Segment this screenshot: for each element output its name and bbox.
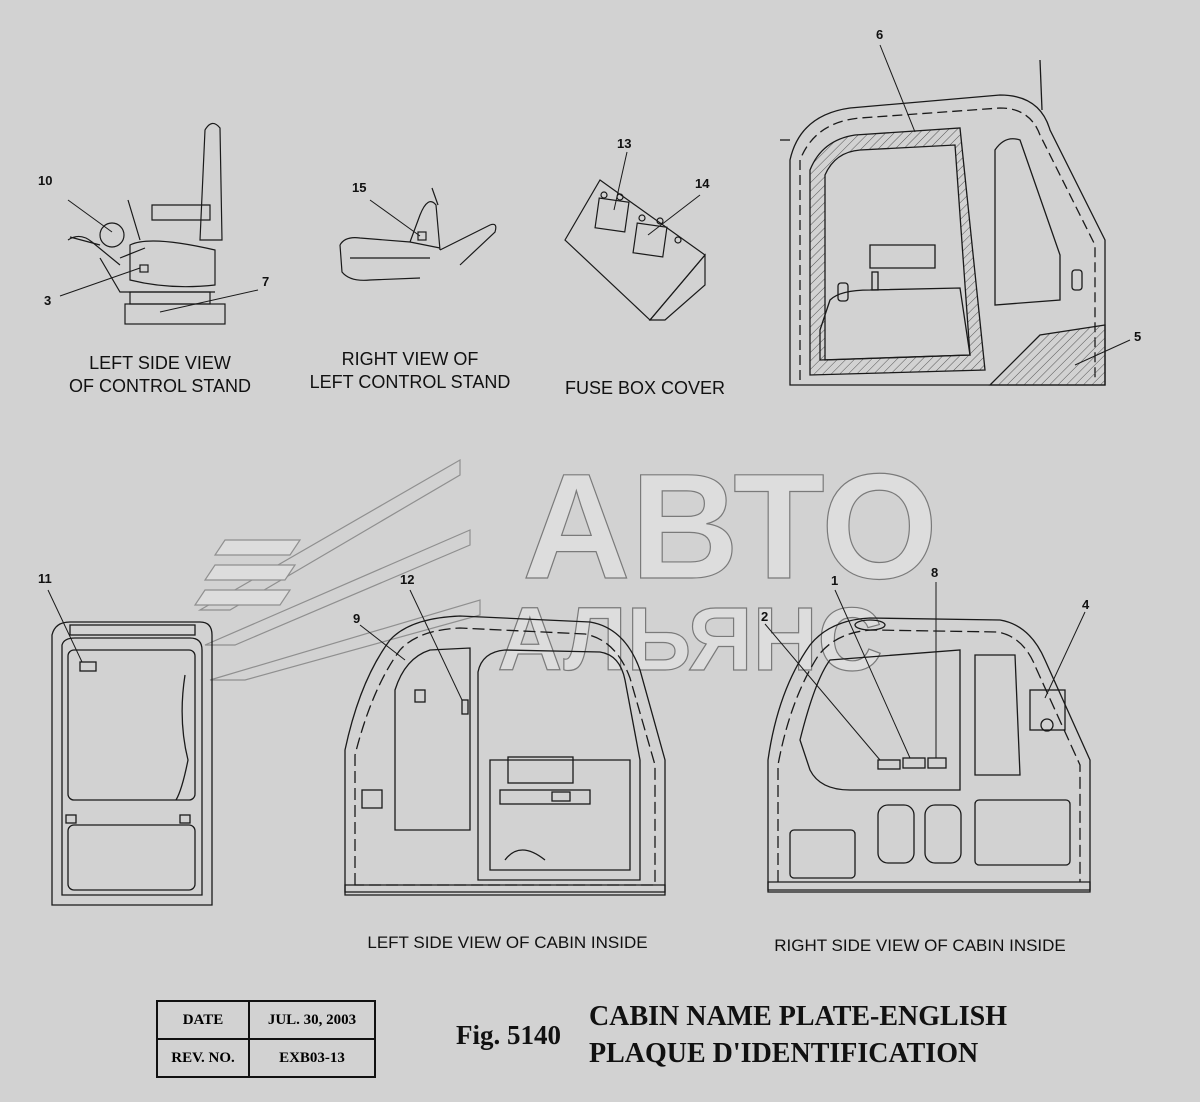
callout-13: 13 xyxy=(617,136,632,151)
date-value: JUL. 30, 2003 xyxy=(248,1000,376,1040)
revision-row-rev: REV. NO. EXB03-13 xyxy=(156,1038,376,1078)
figure-number: Fig. 5140 xyxy=(456,1020,561,1050)
watermark-logo xyxy=(193,458,481,681)
figure-title-line2: PLAQUE D'IDENTIFICATION xyxy=(589,1038,979,1069)
watermark-word-top: АВТО xyxy=(522,442,938,610)
label-right-control-stand-line1: RIGHT VIEW OF xyxy=(341,349,479,369)
callout-12: 12 xyxy=(400,572,415,587)
date-label: DATE xyxy=(156,1000,250,1040)
rev-no-value: EXB03-13 xyxy=(248,1038,376,1078)
figure-title-line1: CABIN NAME PLATE-ENGLISH xyxy=(589,1001,1007,1032)
cabin-left-inside-drawing xyxy=(344,615,666,896)
rev-no-label: REV. NO. xyxy=(156,1038,250,1078)
callout-2: 2 xyxy=(761,609,769,624)
cabin-right-inside-drawing xyxy=(767,617,1091,893)
callout-6: 6 xyxy=(876,27,884,42)
cabin-exterior-drawing xyxy=(780,59,1106,386)
cabin-front-drawing xyxy=(51,621,213,906)
callout-7: 7 xyxy=(262,274,270,289)
callout-10: 10 xyxy=(38,173,53,188)
callout-4: 4 xyxy=(1082,597,1090,612)
callout-5: 5 xyxy=(1134,329,1142,344)
fuse-box-drawing xyxy=(564,179,706,321)
label-left-control-stand-line1: LEFT SIDE VIEW xyxy=(89,353,231,373)
revision-row-date: DATE JUL. 30, 2003 xyxy=(156,1000,376,1040)
control-stand-seat-drawing xyxy=(67,122,226,325)
leader-lines xyxy=(47,44,1131,761)
callout-15: 15 xyxy=(352,180,367,195)
callout-14: 14 xyxy=(695,176,710,191)
label-left-control-stand-line2: OF CONTROL STAND xyxy=(68,376,251,396)
revision-table: DATE JUL. 30, 2003 REV. NO. EXB03-13 xyxy=(156,1000,376,1078)
label-right-control-stand-line2: LEFT CONTROL STAND xyxy=(309,372,511,392)
watermark-word-bottom: АЛЬЯНС xyxy=(497,590,882,690)
callout-1: 1 xyxy=(831,573,839,588)
left-control-stand-drawing xyxy=(339,187,497,281)
callout-3: 3 xyxy=(44,293,52,308)
label-cabin-left-inside: LEFT SIDE VIEW OF CABIN INSIDE xyxy=(367,933,648,952)
label-fuse-box: FUSE BOX COVER xyxy=(564,378,726,398)
callout-9: 9 xyxy=(353,611,361,626)
callout-8: 8 xyxy=(931,565,939,580)
callout-11: 11 xyxy=(38,571,52,586)
label-cabin-right-inside: RIGHT SIDE VIEW OF CABIN INSIDE xyxy=(774,936,1066,955)
